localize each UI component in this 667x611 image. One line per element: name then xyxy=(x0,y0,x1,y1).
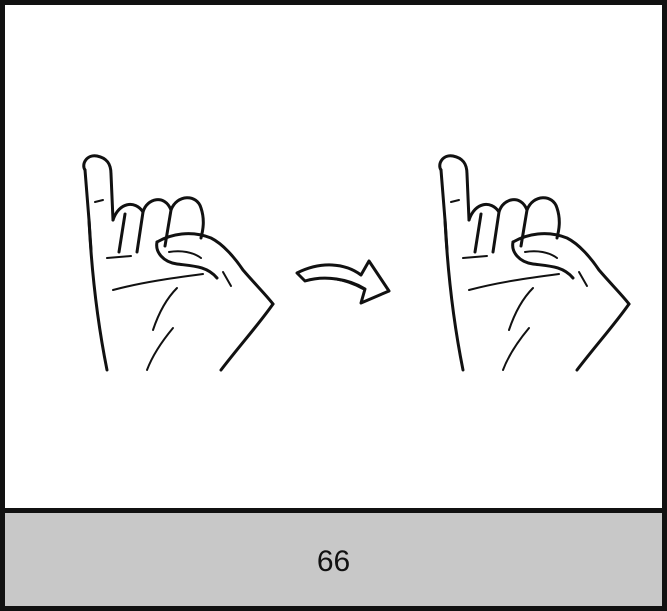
page-number: 66 xyxy=(317,545,350,579)
right-hand-illustration xyxy=(440,156,629,370)
page-footer: 66 xyxy=(5,513,662,606)
illustration-panel xyxy=(5,5,662,513)
sign-illustration xyxy=(5,5,662,508)
left-hand-illustration xyxy=(84,156,273,370)
curved-arrow-right-icon xyxy=(297,261,389,303)
